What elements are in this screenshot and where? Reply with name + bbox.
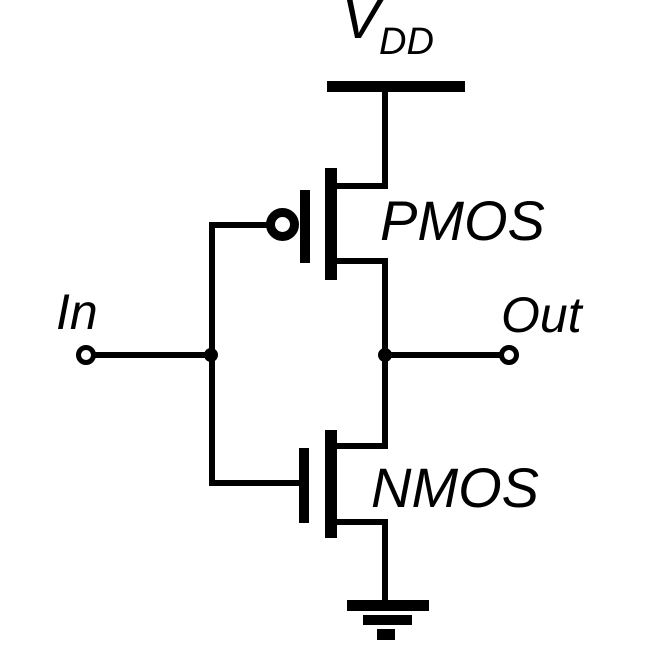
input-junction-dot [204,348,218,362]
output-label: Out [501,287,582,343]
nmos-gate-wire [209,480,300,486]
input-terminal-icon [76,345,96,365]
input-wire [95,352,212,358]
pmos-channel-bar [325,168,337,280]
ground-bar-top [347,600,429,611]
vdd-rail-bar [327,81,465,92]
ground-bar-bottom [377,629,395,640]
vdd-subscript-label: DD [379,21,434,63]
output-wire [385,352,500,358]
vdd-label: V [341,0,382,51]
pmos-drain-wire [334,258,388,264]
nmos-channel-bar [325,430,337,538]
vdd-drop-wire [382,92,388,189]
ground-drop-wire [382,519,388,603]
nmos-source-wire [334,519,388,525]
nmos-drain-wire [334,443,388,449]
pmos-label: PMOS [380,189,545,252]
pmos-gate-wire [212,222,267,228]
output-terminal-icon [499,345,519,365]
nmos-label: NMOS [371,456,539,519]
input-label: In [56,284,98,340]
ground-bar-middle [363,615,412,625]
pmos-inversion-bubble-icon [266,208,299,241]
pmos-source-wire [334,183,388,189]
nmos-gate-bar [299,448,309,523]
pmos-gate-bar [300,190,310,263]
